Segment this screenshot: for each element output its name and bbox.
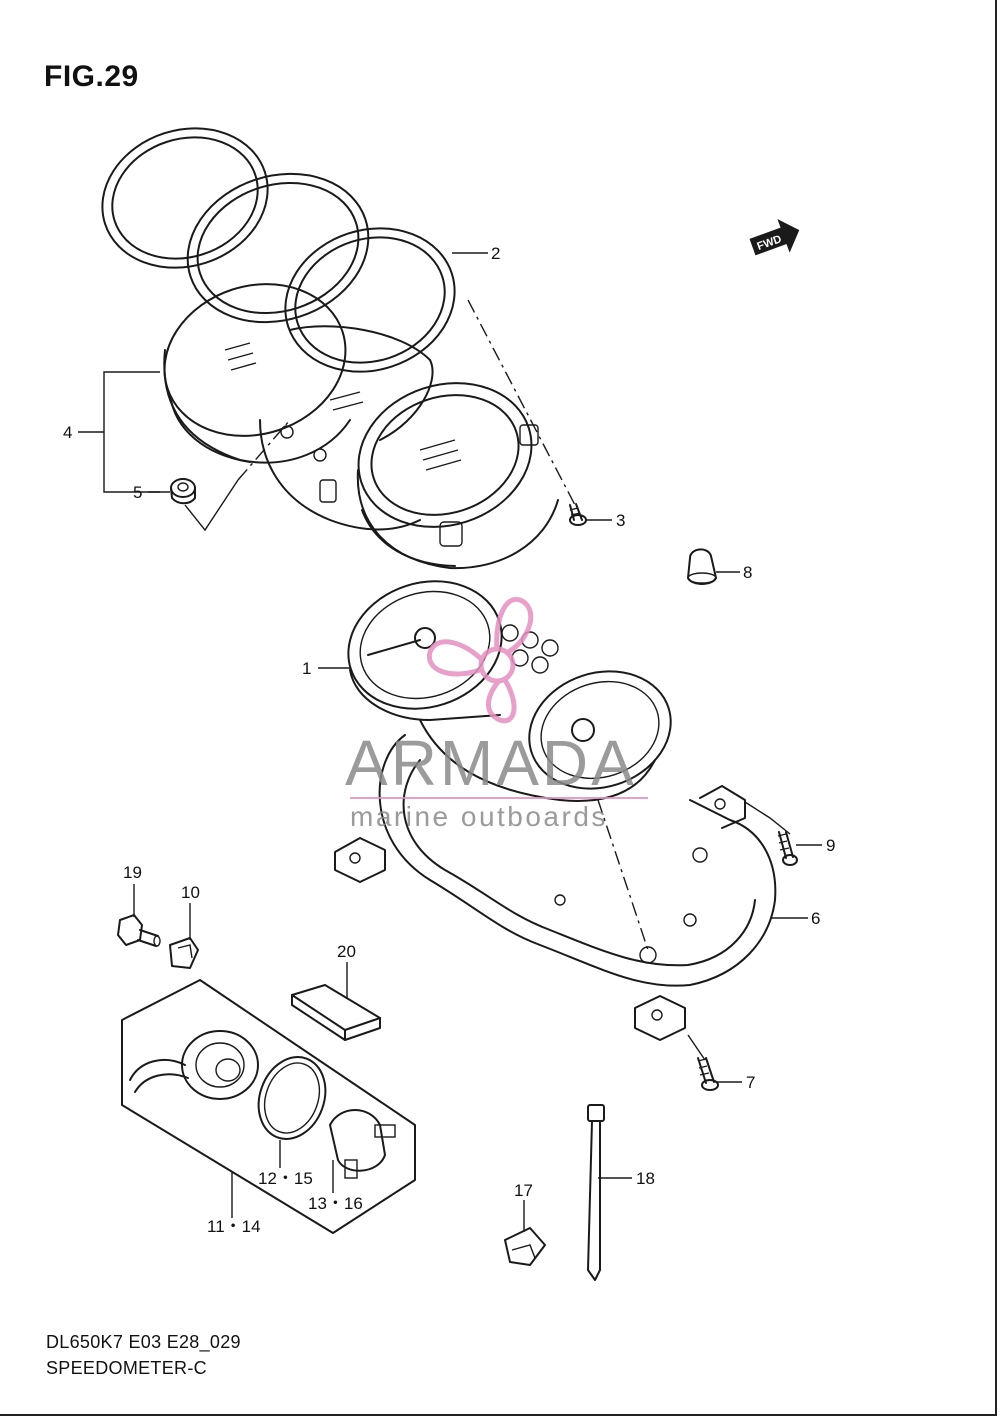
watermark-tagline: marine outboards bbox=[350, 801, 608, 832]
bulb-socket-kit bbox=[121, 979, 416, 1234]
propeller-logo bbox=[426, 596, 534, 724]
lower-case bbox=[334, 734, 777, 1041]
callout-11-14: 11・14 bbox=[207, 1217, 261, 1236]
callout-10: 10 bbox=[181, 883, 200, 902]
watermark-brand: ARMADA bbox=[345, 727, 637, 799]
callout-20: 20 bbox=[337, 942, 356, 961]
callout-19: 19 bbox=[123, 863, 142, 882]
callout-1: 1 bbox=[302, 659, 311, 678]
cable-tie bbox=[587, 1104, 605, 1281]
grommet bbox=[170, 478, 196, 505]
callout-7: 7 bbox=[746, 1073, 755, 1092]
callout-2: 2 bbox=[491, 244, 500, 263]
meter-case-assembly bbox=[101, 127, 559, 570]
figure-title: FIG.29 bbox=[44, 60, 139, 93]
armada-watermark: ARMADA marine outboards bbox=[345, 596, 648, 832]
callout-6: 6 bbox=[811, 909, 820, 928]
clip-10 bbox=[169, 937, 199, 969]
callout-17: 17 bbox=[514, 1181, 533, 1200]
diagram-code: DL650K7 E03 E28_029 bbox=[46, 1332, 241, 1352]
leader-lines bbox=[78, 252, 822, 1232]
callout-13-16: 13・16 bbox=[308, 1194, 363, 1213]
screw-7 bbox=[697, 1057, 719, 1091]
screw-3 bbox=[569, 503, 587, 526]
cushion-pad bbox=[291, 984, 381, 1041]
diagram-name: SPEEDOMETER-C bbox=[46, 1358, 207, 1378]
bolt bbox=[117, 914, 161, 947]
callout-labels: 2 3 4 5 8 1 9 6 7 19 10 20 12・15 13・16 1… bbox=[63, 244, 835, 1236]
screw-9 bbox=[777, 831, 798, 866]
callout-12-15: 12・15 bbox=[258, 1169, 313, 1188]
callout-3: 3 bbox=[616, 511, 625, 530]
callout-4: 4 bbox=[63, 423, 72, 442]
callout-18: 18 bbox=[636, 1169, 655, 1188]
rubber-cap bbox=[687, 548, 717, 585]
fwd-direction-arrow: FWD bbox=[749, 218, 800, 256]
callout-8: 8 bbox=[743, 563, 752, 582]
callout-9: 9 bbox=[826, 836, 835, 855]
callout-5: 5 bbox=[133, 483, 142, 502]
clamp bbox=[504, 1227, 546, 1266]
